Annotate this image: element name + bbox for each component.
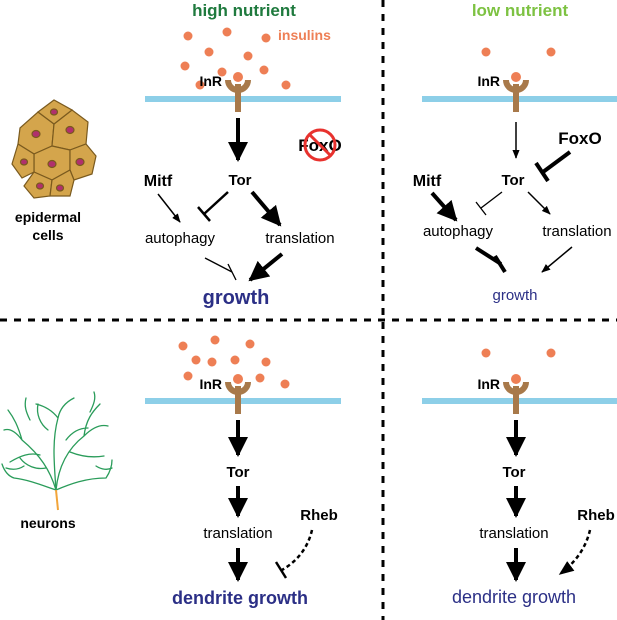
- neuron-icon: [1, 391, 113, 491]
- inhibit-rheb-to-dendrite-growth: [281, 529, 314, 572]
- inhibit-tor-to-autophagy: [197, 191, 229, 222]
- cell-membrane: [145, 398, 341, 404]
- translation-label: translation: [265, 230, 334, 247]
- dendrite-growth-label: dendrite growth: [452, 587, 576, 607]
- autophagy-label: autophagy: [423, 223, 494, 240]
- inhibit-bar: [274, 561, 288, 579]
- inhibit-foxo-to-tor: [534, 150, 572, 183]
- tor-label: Tor: [502, 464, 525, 481]
- epidermal-cells-label-line2: cells: [32, 227, 63, 243]
- autophagy-label: autophagy: [145, 230, 216, 247]
- header-low-nutrient: low nutrient: [472, 1, 569, 20]
- mitf-label: Mitf: [413, 173, 442, 190]
- neuron-axon: [55, 489, 59, 511]
- insulin-receptor: [503, 374, 529, 414]
- rheb-label: Rheb: [300, 507, 338, 524]
- inr-label: InR: [477, 376, 500, 392]
- insulin-dots: [481, 348, 556, 358]
- insulins-label: insulins: [278, 27, 331, 43]
- inhibit-tor-to-autophagy: [475, 191, 503, 216]
- dendrite-growth-label: dendrite growth: [172, 588, 308, 608]
- cell-membrane: [422, 398, 617, 404]
- header-high-nutrient: high nutrient: [192, 1, 296, 20]
- arrow-translation-to-growth: [248, 252, 284, 282]
- insulin-dots: [481, 47, 556, 57]
- insulin-dots: [180, 27, 291, 90]
- quadrant-low-epidermal: InR FoxO Mitf Tor autophagy translation …: [413, 47, 617, 304]
- arrow-mitf-to-autophagy: [430, 191, 458, 222]
- inr-label: InR: [199, 73, 222, 89]
- foxo-label: FoxO: [558, 129, 601, 148]
- tor-label: Tor: [228, 172, 251, 189]
- quadrant-low-neurons: InR Tor translation Rheb dendrite growth: [422, 348, 617, 607]
- mitf-label: Mitf: [144, 173, 173, 190]
- translation-label: translation: [203, 525, 272, 542]
- foxo-inhibited: FoxO: [298, 128, 342, 162]
- tor-label: Tor: [501, 172, 524, 189]
- inr-label: InR: [199, 376, 222, 392]
- epidermal-cells-label-line1: epidermal: [15, 209, 81, 225]
- translation-label: translation: [479, 525, 548, 542]
- cell-membrane: [145, 96, 341, 102]
- inr-label: InR: [477, 73, 500, 89]
- arrow-rheb-to-dendrite-growth: [558, 529, 592, 575]
- growth-label: growth: [203, 287, 270, 309]
- quadrant-high-epidermal: insulins InR FoxO Mitf Tor autophagy tra…: [144, 27, 342, 309]
- arrow-tor-to-translation: [527, 191, 551, 215]
- rheb-label: Rheb: [577, 507, 615, 524]
- epidermal-cells-icon: [11, 99, 97, 199]
- insulin-receptor: [225, 374, 251, 414]
- quadrant-high-neurons: InR Tor translation Rheb dendrite growth: [145, 335, 341, 608]
- tor-label: Tor: [226, 464, 249, 481]
- neurons-label: neurons: [20, 515, 75, 531]
- arrow-translation-to-growth: [541, 246, 573, 273]
- insulin-receptor: [225, 72, 251, 112]
- arrow-mitf-to-autophagy: [157, 193, 181, 223]
- insulin-dots: [178, 335, 290, 389]
- inhibit-autophagy-to-growth: [474, 246, 507, 274]
- inhibit-autophagy-to-growth: [204, 257, 237, 281]
- insulin-receptor: [503, 72, 529, 112]
- translation-label: translation: [542, 223, 611, 240]
- cell-membrane: [422, 96, 617, 102]
- arrow-tor-to-translation: [250, 190, 282, 227]
- growth-label: growth: [492, 287, 537, 304]
